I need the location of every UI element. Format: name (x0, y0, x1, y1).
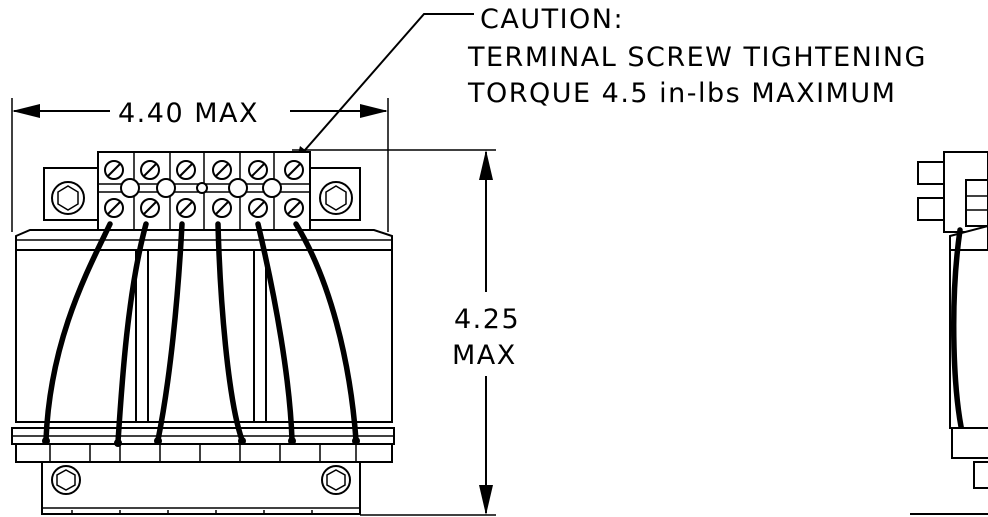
mounting-bolt-top-right (319, 181, 353, 215)
jumper-screw (228, 178, 248, 198)
height-dimension-value: 4.25 (454, 304, 520, 335)
caution-leader-line (297, 13, 474, 159)
height-dimension-unit: MAX (452, 340, 517, 371)
jumper-screw (120, 178, 140, 198)
terminal-screw-slot (251, 163, 265, 177)
side-mounting-foot (973, 461, 988, 489)
terminal-screw-slot (251, 201, 265, 215)
wire-lead (43, 221, 113, 443)
terminal-screw-slot (107, 163, 121, 177)
terminal-screw-slot (215, 163, 229, 177)
width-dimension: 4.40 MAX (11, 98, 389, 232)
terminal-screw-slot (287, 163, 301, 177)
wire-lead (155, 221, 185, 443)
coil-assembly-body (15, 249, 393, 423)
height-arrowhead-bottom (479, 485, 493, 515)
side-view (910, 151, 988, 515)
jumper-screw (262, 178, 282, 198)
caution-line-2: TORQUE 4.5 in-lbs MAXIMUM (467, 78, 896, 109)
side-terminal-lower (917, 197, 945, 221)
bottom-frame-rail (15, 443, 393, 463)
terminal-screw-slot (107, 201, 121, 215)
wire-lead (115, 221, 149, 445)
terminal-screw-slot (179, 201, 193, 215)
front-view (11, 151, 395, 515)
wire-lead (293, 221, 359, 443)
wire-lead (255, 221, 295, 443)
mounting-bolt-top-left (51, 181, 85, 215)
wire-leads (43, 221, 359, 445)
jumper-screw (196, 182, 208, 194)
caution-line-1: TERMINAL SCREW TIGHTENING (467, 42, 927, 73)
side-terminal-clamp (965, 179, 988, 227)
side-terminal-upper (917, 161, 945, 185)
side-bottom-flange (951, 427, 988, 459)
width-dimension-label: 4.40 MAX (118, 98, 259, 129)
base-mounting-plate (41, 461, 361, 515)
width-arrowhead-left (12, 104, 40, 118)
wire-lead (215, 221, 245, 443)
terminal-screw-slot (143, 201, 157, 215)
terminal-screw-slot (143, 163, 157, 177)
width-arrowhead-right (360, 104, 388, 118)
height-dimension: 4.25 MAX (292, 149, 520, 516)
mounting-bolt-bottom-left (51, 465, 81, 495)
terminal-screw-slot (215, 201, 229, 215)
terminal-screw-slot (287, 201, 301, 215)
wire-lugs (42, 437, 360, 447)
terminal-screw-slot (179, 163, 193, 177)
jumper-screw (156, 178, 176, 198)
terminal-screws (104, 160, 304, 218)
height-arrowhead-top (479, 150, 493, 180)
mounting-bolt-bottom-right (321, 465, 351, 495)
caution-callout: CAUTION: TERMINAL SCREW TIGHTENING TORQU… (296, 4, 927, 162)
caution-heading: CAUTION: (480, 4, 624, 35)
